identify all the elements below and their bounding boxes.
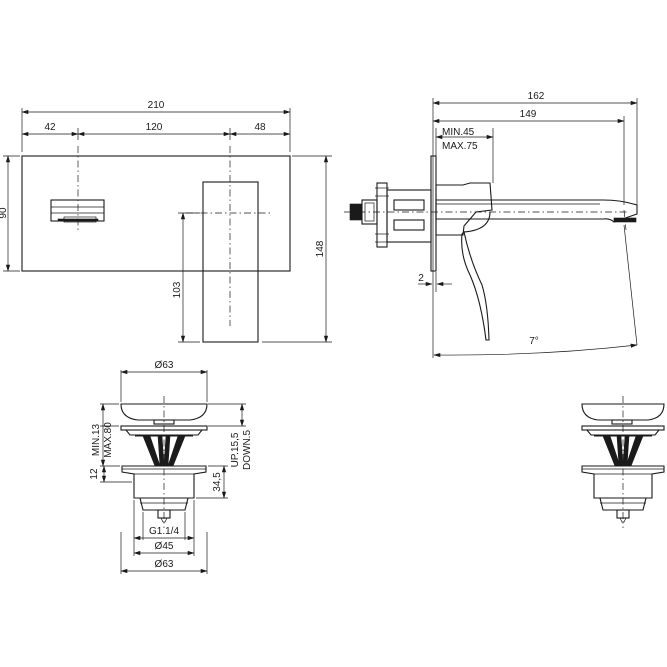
dim-left: 42 [44,122,56,133]
dim-angle: 7° [529,336,539,347]
dim-down: DOWN.5 [242,430,253,470]
side-lever [461,230,490,341]
front-view: 210 42 120 48 90 103 148 [0,100,332,343]
dim-min-drain: MIN.13 [91,423,102,456]
drain-body [121,465,207,499]
spout-outlet [50,199,105,223]
dim-thread-length: 12 [89,468,100,480]
dim-spout-reach: 149 [520,109,537,120]
dim-body-diameter: Ø45 [155,541,174,552]
drain-cap [120,403,208,421]
dim-plate-height: 90 [0,207,9,219]
side-wall-plate [430,155,437,272]
side-view: 7° 162 149 MIN.45 MAX.75 2 [344,91,638,358]
spout-body [435,199,638,223]
mixer-lever [202,181,259,343]
dim-plate: 2 [418,273,424,284]
drain-view: Ø63 MIN.13 MAX.80 UP.15,5 DOWN.5 34,5 12… [89,360,253,574]
mixer-body [435,182,493,236]
dim-lever-height: 103 [172,281,183,298]
dim-right: 48 [254,122,266,133]
dim-min-wall: MIN.45 [442,127,475,138]
drain-view-plain [581,396,665,528]
rear-connector [349,182,432,248]
dim-cap-diameter: Ø63 [155,360,174,371]
dim-middle: 120 [146,122,163,133]
dim-total-height: 148 [315,240,326,257]
dim-up: UP.15,5 [230,432,241,467]
dim-total-depth: 162 [528,91,545,102]
dim-max-drain: MAX.80 [103,422,114,458]
dim-flange-diameter: Ø63 [155,559,174,570]
dim-max-wall: MAX.75 [442,141,478,152]
dim-thread: G1.1/4 [149,526,179,537]
wall-plate [21,155,291,272]
dim-overall-width: 210 [148,100,165,111]
dim-body-height: 34,5 [212,472,223,492]
